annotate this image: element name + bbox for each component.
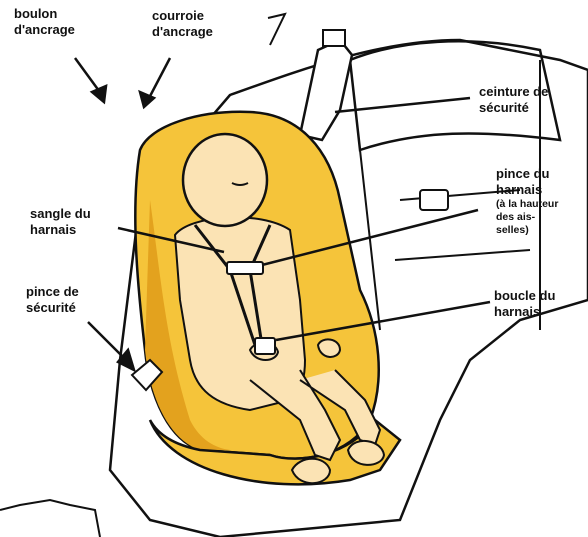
label-harness-buckle-line-1: boucle du bbox=[494, 288, 555, 304]
headrest-cap bbox=[323, 30, 345, 46]
label-anchor-bolt-line-2: d'ancrage bbox=[14, 22, 75, 38]
label-anchor-bolt: boulon d'ancrage bbox=[14, 6, 75, 38]
scribble-mark bbox=[268, 14, 285, 45]
label-anchor-bolt-line-1: boulon bbox=[14, 6, 75, 22]
label-harness-buckle-line-2: harnais bbox=[494, 304, 555, 320]
label-harness-clip: pince du harnais (à la hauteur des ais- … bbox=[496, 166, 558, 237]
label-seat-belt-line-2: sécurité bbox=[479, 100, 548, 116]
harness-buckle-part bbox=[255, 338, 275, 354]
label-harness-strap-line-2: harnais bbox=[30, 222, 91, 238]
label-harness-clip-note-line-2: des ais- bbox=[496, 211, 558, 224]
label-locking-clip-line-1: pince de bbox=[26, 284, 79, 300]
label-locking-clip-line-2: sécurité bbox=[26, 300, 79, 316]
bench-corner bbox=[0, 500, 100, 537]
label-harness-clip-line-1: pince du bbox=[496, 166, 558, 182]
label-harness-buckle: boucle du harnais bbox=[494, 288, 555, 320]
label-locking-clip: pince de sécurité bbox=[26, 284, 79, 316]
label-harness-clip-line-2: harnais bbox=[496, 182, 558, 198]
label-seat-belt: ceinture de sécurité bbox=[479, 84, 548, 116]
label-tether-strap-line-1: courroie bbox=[152, 8, 213, 24]
harness-chest-clip bbox=[227, 262, 263, 274]
child-head bbox=[183, 134, 267, 226]
label-tether-strap: courroie d'ancrage bbox=[152, 8, 213, 40]
label-harness-clip-note-line-3: selles) bbox=[496, 224, 558, 237]
label-seat-belt-line-1: ceinture de bbox=[479, 84, 548, 100]
label-harness-strap-line-1: sangle du bbox=[30, 206, 91, 222]
pointer-tether-strap bbox=[148, 58, 170, 100]
harness-clip-hardware bbox=[420, 190, 448, 210]
label-harness-clip-note-line-1: (à la hauteur bbox=[496, 198, 558, 211]
label-tether-strap-line-2: d'ancrage bbox=[152, 24, 213, 40]
arrowhead-anchor-bolt bbox=[92, 86, 106, 102]
label-harness-strap: sangle du harnais bbox=[30, 206, 91, 238]
